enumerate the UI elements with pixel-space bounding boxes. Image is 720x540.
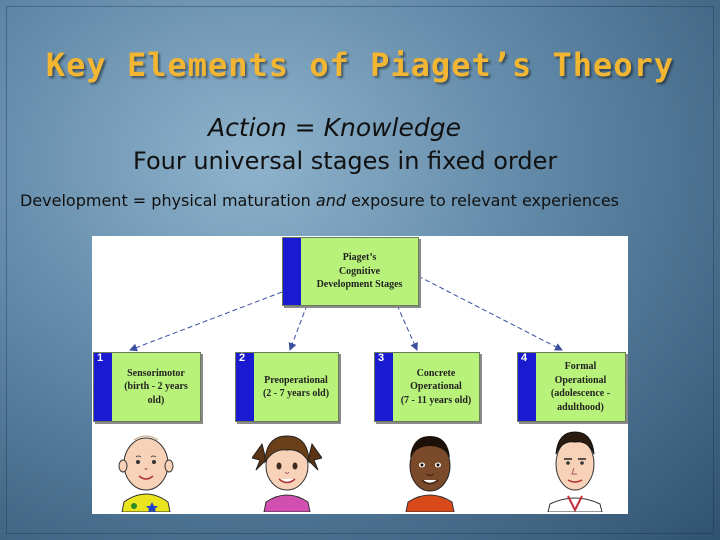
arrow-to-stage-4 — [417, 275, 563, 351]
arrow-to-stage-1 — [129, 291, 283, 352]
stage-number: 3 — [378, 352, 385, 364]
slide-frame — [6, 6, 714, 534]
stage-number: 4 — [521, 352, 528, 364]
bullet-four-stages: Four universal stages in fixed order — [133, 147, 558, 175]
stage-box-1: 1 Sensorimotor (birth - 2 years old) — [93, 352, 201, 422]
slide-title: Key Elements of Piaget’s Theory — [45, 46, 675, 84]
stage-box-bar — [375, 353, 393, 421]
stage-box-bar — [94, 353, 112, 421]
stage-box-bar — [518, 353, 536, 421]
stage-text: Preoperational (2 - 7 years old) — [261, 374, 331, 401]
stage-box-4: 4 Formal Operational (adolescence - adul… — [517, 352, 626, 422]
stage-line: (7 - 11 years old) — [400, 394, 472, 406]
stage-line: Formal Operational — [554, 361, 607, 386]
stage-text: Sensorimotor (birth - 2 years old) — [122, 367, 190, 408]
stage-text: Concrete Operational (7 - 11 years old) — [399, 367, 474, 408]
stage-line: Preoperational — [264, 374, 328, 386]
baby-face-icon — [118, 435, 174, 512]
arrow-to-stage-3 — [396, 304, 418, 351]
root-box-text: Piaget’s Cognitive Development Stages — [315, 251, 405, 292]
root-line-2: Cognitive — [338, 265, 381, 277]
stage-number: 1 — [97, 352, 104, 364]
stages-diagram: Piaget’s Cognitive Development Stages 1 … — [92, 236, 628, 514]
diagram-arrows — [129, 275, 563, 352]
stage-line: Concrete — [416, 367, 456, 379]
man-face-icon — [547, 431, 603, 512]
development-emphasis: and — [315, 191, 346, 210]
arrow-to-stage-2 — [288, 304, 308, 351]
stage-number: 2 — [239, 352, 246, 364]
stage-line: adulthood) — [557, 401, 604, 413]
stage-box-bar — [236, 353, 254, 421]
bullet-development: Development = physical maturation and ex… — [20, 191, 619, 210]
stage-line: old) — [147, 394, 165, 406]
bullet-action-knowledge: Action = Knowledge — [208, 113, 462, 142]
girl-face-icon — [252, 435, 322, 512]
stage-box-2: 2 Preoperational (2 - 7 years old) — [235, 352, 339, 422]
stage-line: (adolescence - — [550, 388, 611, 399]
boy-face-icon — [405, 436, 455, 512]
stage-line: (birth - 2 years — [124, 381, 188, 393]
root-box-bar — [283, 238, 301, 305]
stage-line: Operational — [410, 381, 462, 393]
root-line-3: Development Stages — [316, 279, 403, 291]
root-box: Piaget’s Cognitive Development Stages — [282, 237, 419, 306]
stage-box-3: 3 Concrete Operational (7 - 11 years old… — [374, 352, 480, 422]
stage-line: Sensorimotor — [127, 367, 185, 379]
development-text-2: exposure to relevant experiences — [346, 191, 619, 210]
stage-line: (2 - 7 years old) — [262, 388, 330, 399]
development-text-1: Development = physical maturation — [20, 191, 316, 210]
stage-text: Formal Operational (adolescence - adulth… — [536, 360, 625, 414]
root-line-1: Piaget’s — [342, 252, 377, 264]
